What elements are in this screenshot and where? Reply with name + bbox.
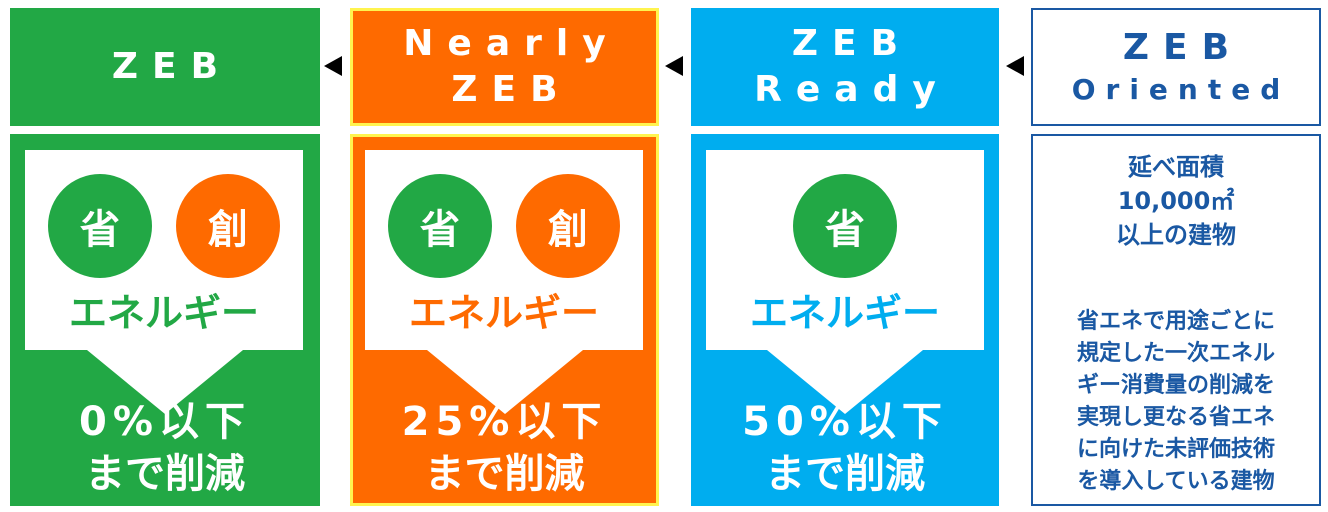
energy-label: エネルギー [749, 291, 940, 335]
condition-line: 10,000㎡ [1117, 187, 1235, 215]
energy-saving-circle: 省 [48, 174, 152, 278]
condition-line: 延べ面積 [1128, 153, 1224, 181]
energy-label: エネルギー [68, 291, 259, 335]
nearly-zeb-title-line2: ZEB [451, 69, 572, 110]
description-line: 実現し更なる省エネ [1076, 405, 1275, 430]
reduction-value: 50%以下 [742, 399, 948, 445]
reduction-suffix: まで削減 [765, 451, 925, 497]
nearly-zeb-energy-box: 省 創 エネルギー [365, 150, 643, 350]
description-line: 省エネで用途ごとに [1076, 309, 1275, 334]
zeb-oriented-header: ZEB Oriented [1031, 8, 1321, 126]
reduction-suffix: まで削減 [424, 451, 585, 497]
zeb-energy-box: 省 創 エネルギー [25, 150, 303, 350]
reduction-value: 25%以下 [401, 399, 608, 445]
zeb-reduction: 0%以下 まで削減 [10, 396, 320, 500]
energy-saving-circle: 省 [388, 174, 492, 278]
energy-saving-circle: 省 [793, 174, 897, 278]
down-arrow-icon [426, 350, 583, 414]
left-arrow-icon [324, 56, 342, 76]
zeb-ready-energy-box: 省 エネルギー [706, 150, 984, 350]
zeb-header: ZEB [10, 8, 320, 126]
description-line: ギー消費量の削減を [1076, 373, 1275, 398]
energy-creation-circle: 創 [516, 174, 620, 278]
reduction-value: 0%以下 [79, 399, 251, 445]
zeb-panel: 省 創 エネルギー 0%以下 まで削減 [10, 134, 320, 506]
nearly-zeb-title-line1: Nearly [403, 23, 620, 64]
nearly-zeb-reduction: 25%以下 まで削減 [353, 396, 656, 500]
zeb-ready-panel: 省 エネルギー 50%以下 まで削減 [691, 134, 999, 506]
energy-label: エネルギー [408, 291, 599, 335]
down-arrow-icon [87, 350, 243, 414]
energy-creation-circle: 創 [176, 174, 280, 278]
description-line: 規定した一次エネル [1076, 341, 1275, 366]
zeb-title: ZEB [111, 46, 233, 87]
zeb-oriented-title-line2: Oriented [1071, 73, 1291, 106]
zeb-ready-title-line1: ZEB [791, 23, 913, 64]
condition-line: 以上の建物 [1116, 221, 1236, 249]
nearly-zeb-panel: 省 創 エネルギー 25%以下 まで削減 [350, 134, 659, 506]
description-line: に向けた未評価技術 [1076, 437, 1275, 462]
zeb-oriented-title-line1: ZEB [1122, 27, 1244, 68]
description-line: を導入している建物 [1077, 469, 1275, 494]
zeb-ready-reduction: 50%以下 まで削減 [691, 396, 999, 500]
reduction-suffix: まで削減 [85, 451, 245, 497]
left-arrow-icon [1006, 56, 1024, 76]
nearly-zeb-header: Nearly ZEB [350, 8, 659, 126]
zeb-oriented-panel: 延べ面積 10,000㎡ 以上の建物 省エネで用途ごとに 規定した一次エネル ギ… [1031, 134, 1321, 506]
floor-area-condition: 延べ面積 10,000㎡ 以上の建物 [1033, 150, 1319, 252]
oriented-description: 省エネで用途ごとに 規定した一次エネル ギー消費量の削減を 実現し更なる省エネ … [1033, 306, 1319, 498]
down-arrow-icon [767, 350, 923, 414]
zeb-ready-title-line2: Ready [754, 69, 950, 110]
left-arrow-icon [665, 56, 683, 76]
zeb-ready-header: ZEB Ready [691, 8, 999, 126]
